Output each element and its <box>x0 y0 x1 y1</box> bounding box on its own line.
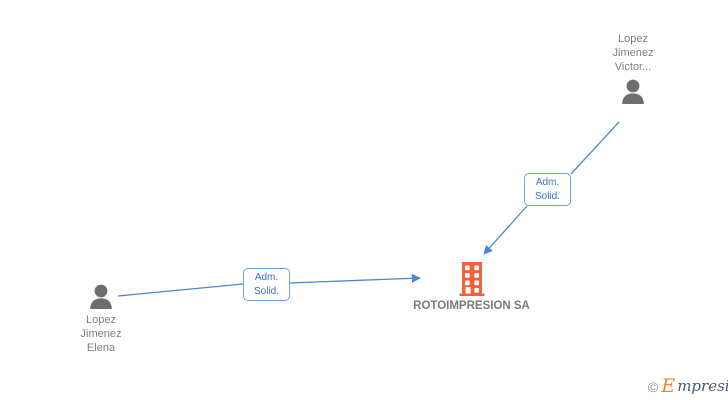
brand-initial: E <box>661 375 676 397</box>
copyright-icon: © <box>648 378 659 395</box>
node-person-lopez-jimenez-elena[interactable]: Lopez Jimenez Elena <box>46 283 156 355</box>
person-icon <box>622 79 644 104</box>
node-label-person-top-right: Lopez Jimenez Victor... <box>612 33 654 73</box>
node-label-company: ROTOIMPRESION SA <box>413 300 530 312</box>
brand-name: mpresia <box>677 377 728 395</box>
edge-label-adm-solid-victor[interactable]: Adm. Solid. <box>524 173 571 206</box>
empresia-watermark: © E mpresia <box>648 377 728 396</box>
node-label-person-bottom-left: Lopez Jimenez Elena <box>80 314 122 354</box>
edge-victor-company[interactable] <box>483 121 620 255</box>
edge-label-adm-solid-elena[interactable]: Adm. Solid. <box>243 268 290 301</box>
building-icon <box>459 262 484 296</box>
node-company-rotoimpresion-sa[interactable]: ROTOIMPRESION SA <box>404 262 539 313</box>
person-icon <box>90 284 112 309</box>
edge-elena-company[interactable] <box>117 273 421 297</box>
node-person-lopez-jimenez-victor[interactable]: Lopez Jimenez Victor... <box>568 32 698 104</box>
